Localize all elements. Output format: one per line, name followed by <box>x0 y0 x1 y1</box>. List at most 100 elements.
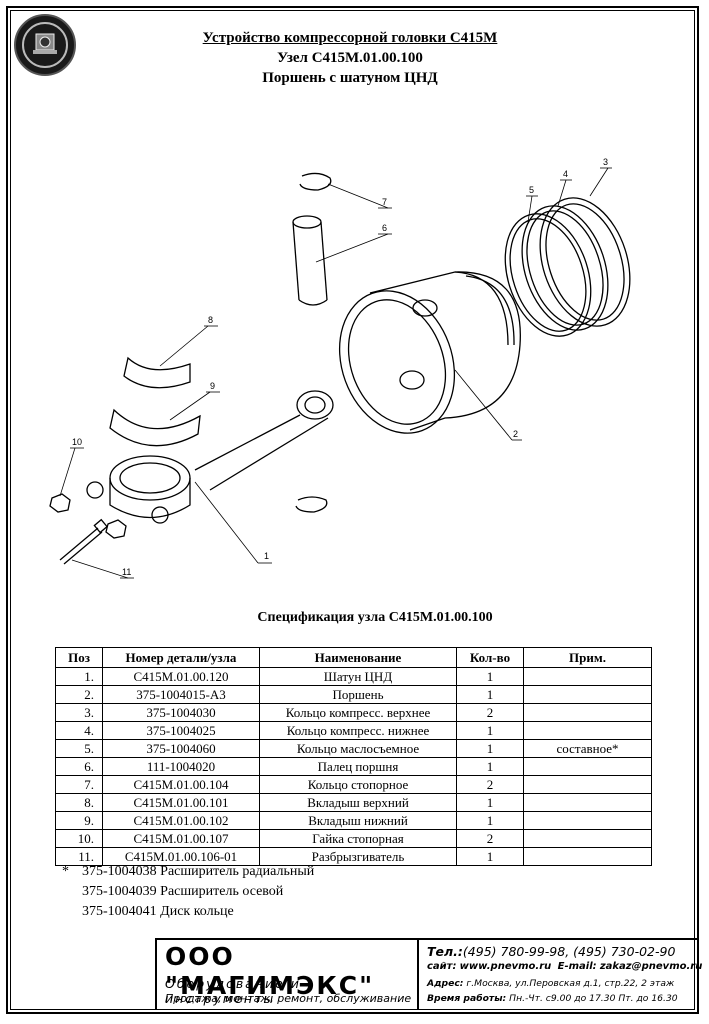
cell-part-number: 375-1004025 <box>102 721 260 740</box>
cell-name: Вкладыш верхний <box>259 793 457 812</box>
callout-8: 8 <box>208 315 213 325</box>
footer-company-block: ООО "МАГИМЭКС" Оборудование и инструмент… <box>157 940 419 1010</box>
cell-pos: 8. <box>55 793 103 812</box>
col-name: Наименование <box>259 647 457 668</box>
cell-name: Гайка стопорная <box>259 829 457 848</box>
cell-pos: 4. <box>55 721 103 740</box>
cell-part-number: 375-1004060 <box>102 739 260 758</box>
company-footer: ООО "МАГИМЭКС" Оборудование и инструмент… <box>155 938 702 1010</box>
cell-qty: 2 <box>456 703 524 722</box>
cell-name: Вкладыш нижний <box>259 811 457 830</box>
note-line: 375-1004038 Расширитель радиальный <box>82 864 315 879</box>
bearing-shell-8 <box>123 356 191 389</box>
callout-7: 7 <box>382 197 387 207</box>
cell-name: Палец поршня <box>259 757 457 776</box>
callout-11: 11 <box>122 567 131 577</box>
cell-qty: 2 <box>456 829 524 848</box>
site-link[interactable]: www.pnevmo.ru <box>459 961 552 972</box>
footer-hours: Время работы: Пн.-Чт. с9.00 до 17.30 Пт.… <box>427 993 678 1004</box>
cell-name: Кольцо компресс. верхнее <box>259 703 457 722</box>
cell-pos: 9. <box>55 811 103 830</box>
logo-ring <box>22 22 68 68</box>
callout-10: 10 <box>72 437 82 447</box>
lock-nut-10-b <box>105 519 127 539</box>
ring-3 <box>539 197 631 327</box>
cell-name: Разбрызгиватель <box>259 847 457 866</box>
footer-phones: Тел.:(495) 780-99-98, (495) 730-02-90 <box>427 944 676 959</box>
cell-pos: 10. <box>55 829 103 848</box>
note-line: 375-1004041 Диск кольце <box>82 904 234 919</box>
cell-name: Кольцо стопорное <box>259 775 457 794</box>
cell-pos: 2. <box>55 685 103 704</box>
page-frame <box>6 6 699 1014</box>
cell-part-number: 375-1004015-А3 <box>102 685 260 704</box>
col-pos: Поз <box>55 647 103 668</box>
spec-notes: * 375-1004038 Расширитель радиальный 375-… <box>62 862 314 922</box>
ring-5 <box>504 213 592 337</box>
cell-part-number: 375-1004030 <box>102 703 260 722</box>
cell-note <box>523 685 652 704</box>
cell-name: Поршень <box>259 685 457 704</box>
callout-4: 4 <box>563 169 568 179</box>
cell-note <box>523 793 652 812</box>
col-qty: Кол-во <box>456 647 524 668</box>
cell-note <box>523 757 652 776</box>
cell-name: Шатун ЦНД <box>259 667 457 686</box>
bearing-shell-9 <box>109 408 201 447</box>
cell-pos: 7. <box>55 775 103 794</box>
cell-pos: 3. <box>55 703 103 722</box>
cell-note: составное* <box>523 739 652 758</box>
ring-4 <box>521 205 609 331</box>
cell-qty: 1 <box>456 793 524 812</box>
cell-qty: 1 <box>456 721 524 740</box>
piston-2 <box>338 271 521 434</box>
cell-part-number: С415М.01.00.106-01 <box>102 847 260 866</box>
email-link[interactable]: zakaz@pnevmo.ru <box>599 961 703 972</box>
circlip-7-bottom <box>295 496 328 513</box>
callout-1: 1 <box>264 551 269 561</box>
compressor-emblem-icon <box>14 14 76 76</box>
cell-pos: 5. <box>55 739 103 758</box>
piston-pin-6 <box>292 215 328 306</box>
note-line: 375-1004039 Расширитель осевой <box>82 884 284 899</box>
callout-3: 3 <box>603 157 608 167</box>
callout-6: 6 <box>382 223 387 233</box>
cell-part-number: 111-1004020 <box>102 757 260 776</box>
callout-9: 9 <box>210 381 215 391</box>
cell-part-number: С415М.01.00.104 <box>102 775 260 794</box>
callout-5: 5 <box>529 185 534 195</box>
note-star: * <box>62 864 69 879</box>
cell-note <box>523 721 652 740</box>
cell-name: Кольцо маслосъемное <box>259 739 457 758</box>
company-tagline: Оборудование и инструменты <box>165 976 301 1006</box>
spec-title: Спецификация узла С415М.01.00.100 <box>257 610 493 625</box>
cell-qty: 1 <box>456 667 524 686</box>
cell-pos: 1. <box>55 667 103 686</box>
callout-2: 2 <box>513 429 518 439</box>
cell-qty: 1 <box>456 811 524 830</box>
assembly-code: Узел С415М.01.00.100 <box>277 50 423 66</box>
cell-note <box>523 775 652 794</box>
assembly-name: Поршень с шатуном ЦНД <box>262 70 438 86</box>
spec-table: Поз Номер детали/узла Наименование Кол-в… <box>55 647 652 866</box>
col-note: Прим. <box>523 647 652 668</box>
cell-note <box>523 703 652 722</box>
cell-pos: 11. <box>55 847 103 866</box>
cell-note <box>523 667 652 686</box>
cell-part-number: С415М.01.00.120 <box>102 667 260 686</box>
lock-nut-10-a <box>49 493 71 513</box>
cell-qty: 2 <box>456 775 524 794</box>
footer-web: сайт: www.pnevmo.ru E-mail: zakaz@pnevmo… <box>427 961 703 972</box>
logo-graphic <box>33 33 57 54</box>
page-title: Устройство компрессорной головки С415М <box>202 30 498 46</box>
oil-sprayer-11 <box>59 518 108 565</box>
